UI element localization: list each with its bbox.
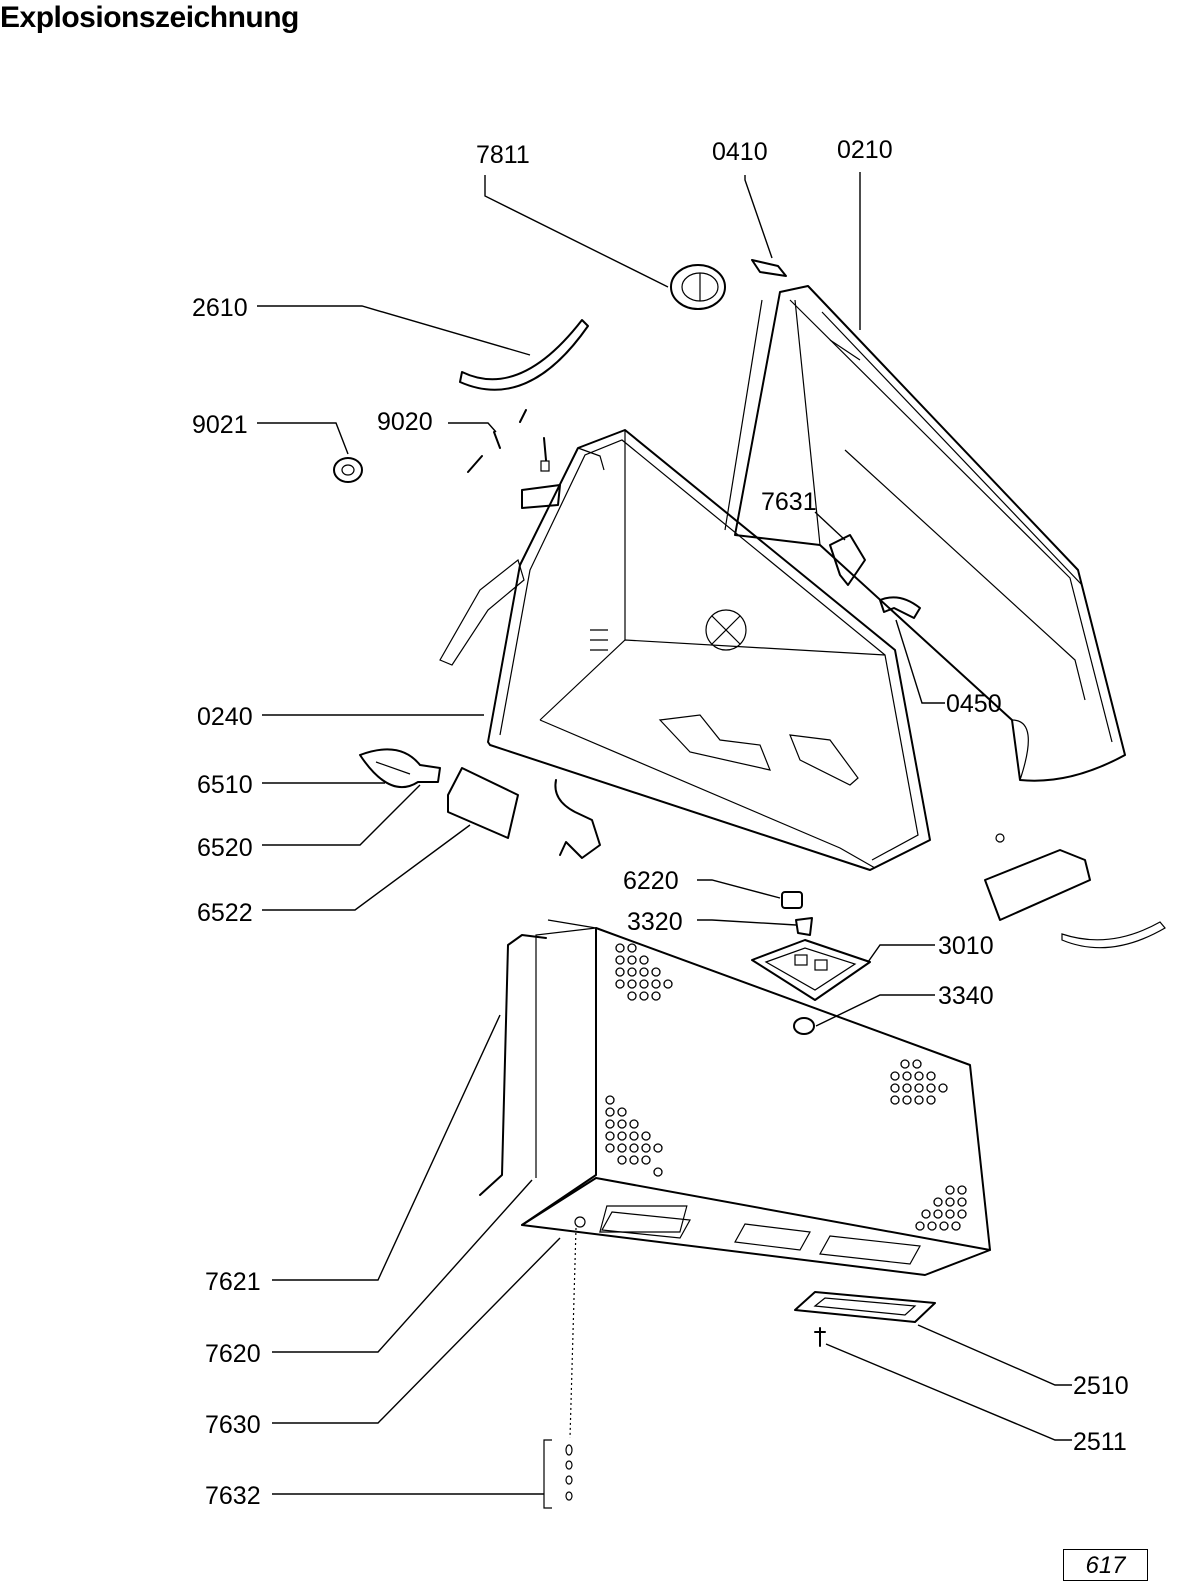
label-7630: 7630 — [205, 1411, 261, 1439]
leader-6522 — [262, 824, 471, 911]
side-bracket-right — [984, 833, 1166, 949]
part-0450-clip — [879, 596, 921, 619]
leader-2511 — [825, 1343, 1072, 1441]
label-7811: 7811 — [476, 141, 530, 169]
leader-2610 — [257, 305, 531, 356]
part-number-labels: 7811 0410 0210 2610 9021 9020 7631 0450 … — [192, 136, 1129, 1510]
part-6510-lamp — [359, 748, 441, 788]
label-6510: 6510 — [197, 771, 253, 799]
vent-holes — [605, 943, 967, 1231]
leader-0450 — [895, 619, 945, 704]
label-0410: 0410 — [712, 138, 768, 166]
part-3340-knob — [793, 1017, 815, 1035]
leader-7631 — [814, 511, 846, 541]
label-2510: 2510 — [1073, 1372, 1129, 1400]
label-2610: 2610 — [192, 294, 248, 322]
leader-9020 — [448, 422, 497, 433]
leader-7811 — [484, 175, 669, 288]
label-3010: 3010 — [938, 932, 994, 960]
part-2610-strip — [459, 319, 589, 391]
page-number-box: 617 — [1063, 1549, 1148, 1581]
part-6220 — [781, 891, 803, 909]
leader-9021 — [257, 422, 349, 455]
leader-6220 — [697, 879, 781, 899]
part-7631-bracket — [829, 534, 866, 586]
label-6522: 6522 — [197, 899, 253, 927]
label-0210: 0210 — [837, 136, 893, 164]
leader-3010 — [867, 944, 935, 963]
leader-2510 — [917, 1324, 1072, 1386]
lower-casing — [521, 919, 991, 1276]
leader-7621 — [272, 1014, 501, 1281]
leader-6520 — [262, 784, 421, 846]
label-0450: 0450 — [946, 690, 1002, 718]
part-9021-ring — [333, 457, 363, 483]
part-3320 — [795, 917, 813, 936]
label-7632: 7632 — [205, 1482, 261, 1510]
label-2511: 2511 — [1073, 1428, 1127, 1456]
leader-3320 — [697, 919, 797, 926]
label-9021: 9021 — [192, 411, 248, 439]
part-7632-fixing-set — [543, 1216, 586, 1509]
part-9020-fixings — [467, 409, 561, 509]
part-0240-main-body — [439, 429, 931, 871]
label-6220: 6220 — [623, 867, 679, 895]
label-9020: 9020 — [377, 408, 433, 436]
part-2511-screw — [814, 1327, 826, 1347]
label-6520: 6520 — [197, 834, 253, 862]
label-7621: 7621 — [205, 1268, 261, 1296]
page-title: Explosionszeichnung — [0, 1, 299, 34]
leader-7630 — [272, 1237, 561, 1424]
leader-3340 — [815, 994, 935, 1027]
label-3320: 3320 — [627, 908, 683, 936]
leader-lines — [257, 172, 1072, 1495]
label-7620: 7620 — [205, 1340, 261, 1368]
label-3340: 3340 — [938, 982, 994, 1010]
power-cord — [554, 779, 601, 859]
leader-0410 — [744, 175, 773, 259]
leader-7620 — [272, 1179, 533, 1353]
part-6522-lamp-cover — [447, 767, 519, 839]
part-0210-chimney — [724, 285, 1126, 782]
page-number: 617 — [1085, 1552, 1126, 1579]
label-0240: 0240 — [197, 703, 253, 731]
part-2510-filter-plate — [794, 1291, 936, 1323]
part-0410-clip — [751, 259, 787, 277]
label-7631: 7631 — [761, 488, 817, 516]
part-7621-rod — [479, 934, 547, 1196]
part-7811-cap — [670, 264, 726, 310]
part-3010-switch-plate — [751, 939, 871, 1001]
